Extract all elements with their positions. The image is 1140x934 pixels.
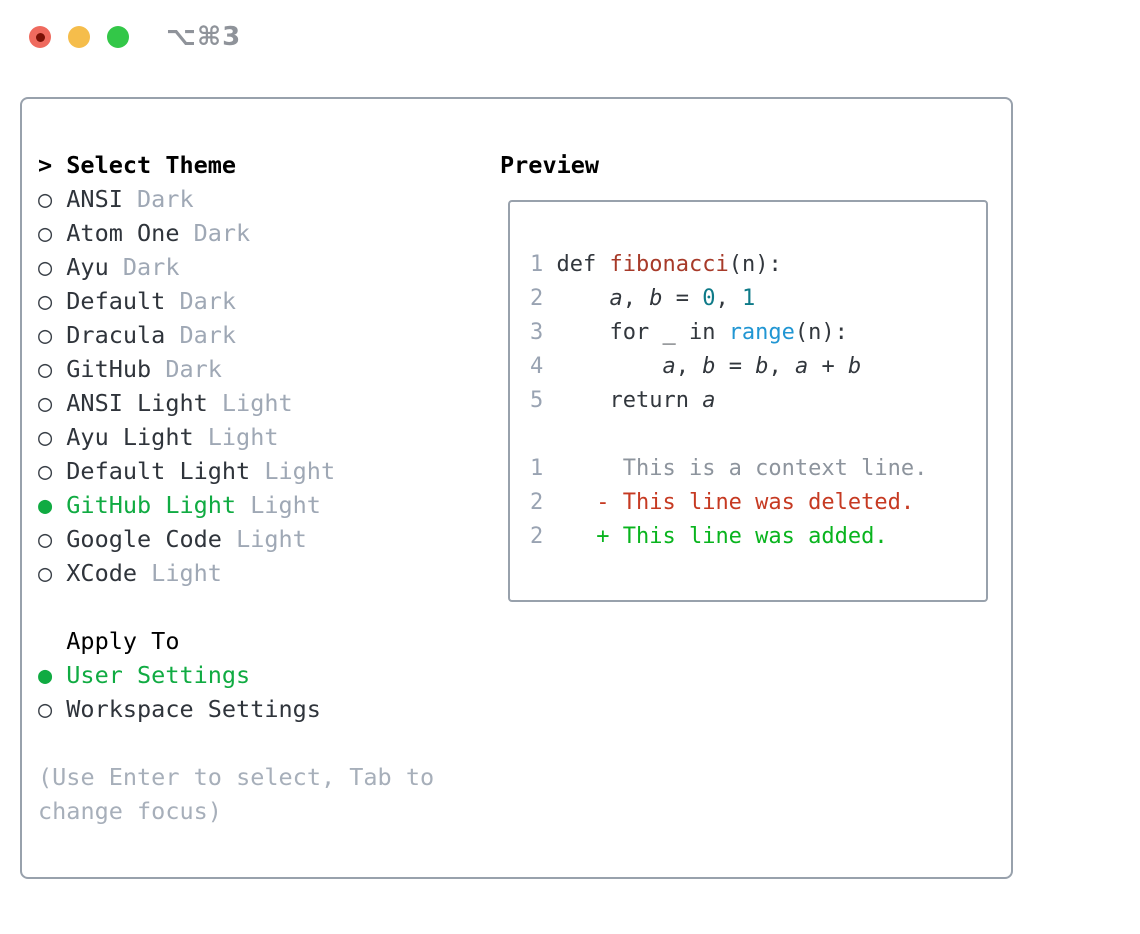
preview-diff-added-line: 2 + This line was added. — [530, 520, 986, 554]
theme-name: Default — [66, 287, 166, 315]
preview-code-line: 3 for _ in range(n): — [530, 316, 986, 350]
theme-tag: Dark — [179, 321, 237, 349]
theme-option-default-dark[interactable]: ○ Default Dark — [38, 284, 434, 318]
theme-tag: Dark — [137, 185, 194, 213]
apply-to-heading: Apply To — [66, 627, 180, 655]
radio-icon: ○ — [38, 253, 53, 281]
hint-line-2: change focus) — [38, 797, 222, 825]
preview-code-line: 4 a, b = b, a + b — [530, 350, 986, 384]
traffic-lights — [29, 26, 129, 48]
theme-tag: Light — [207, 423, 279, 451]
apply-option-workspace-settings[interactable]: ○ Workspace Settings — [38, 692, 434, 726]
code-tokens: for _ in range(n): — [556, 320, 848, 345]
theme-name: ANSI — [66, 185, 123, 213]
theme-name: XCode — [66, 559, 138, 587]
diff-added-text: + This line was added. — [556, 524, 888, 549]
radio-selected-icon: ● — [38, 661, 53, 689]
theme-name: Ayu Light — [66, 423, 194, 451]
line-number: 1 — [530, 252, 544, 277]
theme-option-github-dark[interactable]: ○ GitHub Dark — [38, 352, 434, 386]
radio-selected-icon: ● — [38, 491, 53, 519]
select-theme-heading-label: Select Theme — [66, 151, 237, 179]
theme-name: Dracula — [66, 321, 166, 349]
code-tokens: a, b = b, a + b — [662, 354, 862, 379]
close-button[interactable] — [29, 26, 51, 48]
preview-box: 1 def fibonacci(n): 2 a, b = 0, 1 3 for … — [508, 200, 988, 602]
theme-option-google-code[interactable]: ○ Google Code Light — [38, 522, 434, 556]
theme-tag: Light — [236, 525, 307, 553]
prompt-icon: > — [38, 151, 53, 179]
theme-option-ayu-dark[interactable]: ○ Ayu Dark — [38, 250, 434, 284]
code-tokens: a, b = 0, 1 — [609, 286, 756, 311]
code-tokens: return a — [556, 388, 716, 413]
radio-icon: ○ — [38, 695, 53, 723]
titlebar: ⌥⌘3 — [0, 0, 1140, 70]
theme-name: Atom One — [66, 219, 180, 247]
radio-icon: ○ — [38, 355, 53, 383]
line-number: 2 — [530, 490, 544, 515]
preview-code-line: 2 a, b = 0, 1 — [530, 282, 986, 316]
theme-option-dracula-dark[interactable]: ○ Dracula Dark — [38, 318, 434, 352]
theme-option-atom-one-dark[interactable]: ○ Atom One Dark — [38, 216, 434, 250]
radio-icon: ○ — [38, 457, 53, 485]
line-number: 2 — [530, 524, 544, 549]
line-number: 1 — [530, 456, 544, 481]
apply-option-user-settings[interactable]: ● User Settings — [38, 658, 434, 692]
radio-icon: ○ — [38, 219, 53, 247]
radio-icon: ○ — [38, 525, 53, 553]
radio-icon: ○ — [38, 559, 53, 587]
code-tokens: def fibonacci(n): — [556, 252, 782, 277]
preview-diff-deleted-line: 2 - This line was deleted. — [530, 486, 986, 520]
theme-tag: Light — [250, 491, 321, 519]
select-theme-heading: > Select Theme — [38, 148, 434, 182]
line-number: 3 — [530, 320, 544, 345]
radio-icon: ○ — [38, 423, 53, 451]
hint-line-1: (Use Enter to select, Tab to — [38, 763, 435, 791]
theme-tag: Dark — [179, 287, 237, 315]
radio-icon: ○ — [38, 389, 53, 417]
apply-option-label: Workspace Settings — [66, 695, 321, 723]
theme-name: GitHub — [66, 355, 152, 383]
line-number: 2 — [530, 286, 544, 311]
theme-name: ANSI Light — [66, 389, 208, 417]
theme-tag: Light — [221, 389, 293, 417]
theme-name: GitHub Light — [66, 491, 237, 519]
line-number: 4 — [530, 354, 544, 379]
radio-icon: ○ — [38, 287, 53, 315]
theme-option-ansi-dark[interactable]: ○ ANSI Dark — [38, 182, 434, 216]
theme-option-ansi-light[interactable]: ○ ANSI Light Light — [38, 386, 434, 420]
spacer — [38, 726, 434, 760]
apply-option-label: User Settings — [66, 661, 251, 689]
line-number: 5 — [530, 388, 544, 413]
theme-tag: Dark — [165, 355, 222, 383]
spacer — [530, 418, 986, 452]
theme-tag: Dark — [122, 253, 180, 281]
window-title: ⌥⌘3 — [166, 22, 242, 52]
theme-option-github-light[interactable]: ● GitHub Light Light — [38, 488, 434, 522]
minimize-button[interactable] — [68, 26, 90, 48]
theme-option-default-light[interactable]: ○ Default Light Light — [38, 454, 434, 488]
theme-name: Google Code — [66, 525, 222, 553]
theme-name: Default Light — [66, 457, 251, 485]
theme-option-ayu-light[interactable]: ○ Ayu Light Light — [38, 420, 434, 454]
radio-icon: ○ — [38, 185, 53, 213]
spacer — [38, 590, 434, 624]
theme-tag: Light — [151, 559, 222, 587]
preview-diff-context-line: 1 This is a context line. — [530, 452, 986, 486]
theme-tag: Light — [264, 457, 336, 485]
preview-code-line: 1 def fibonacci(n): — [530, 248, 986, 282]
zoom-button[interactable] — [107, 26, 129, 48]
theme-name: Ayu — [66, 253, 109, 281]
radio-icon: ○ — [38, 321, 53, 349]
diff-context-text: This is a context line. — [556, 456, 928, 481]
theme-tag: Dark — [193, 219, 251, 247]
preview-heading: Preview — [500, 151, 600, 179]
theme-option-xcode[interactable]: ○ XCode Light — [38, 556, 434, 590]
preview-code-line: 5 return a — [530, 384, 986, 418]
diff-deleted-text: - This line was deleted. — [556, 490, 915, 515]
